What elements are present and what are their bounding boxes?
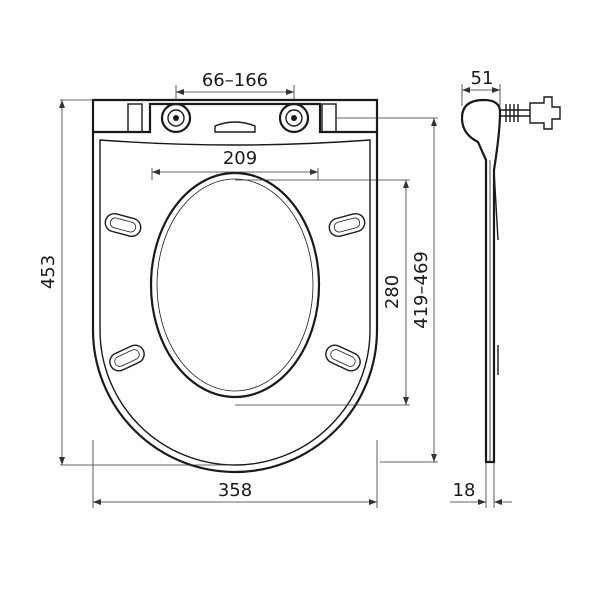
bumper-bottom-right: [325, 344, 361, 372]
dim-label-inner-width: 209: [223, 148, 257, 169]
seat-top-view: [91, 98, 379, 474]
side-hinge-bolt: [500, 96, 561, 130]
side-lid-profile: [460, 98, 502, 464]
dim-label-side-thickness: 18: [453, 480, 476, 501]
dim-label-side-depth: 51: [471, 68, 494, 89]
seat-outer-outline: [91, 132, 379, 474]
seat-opening-inner: [156, 178, 314, 392]
dim-label-inner-length: 280: [382, 275, 403, 309]
dim-label-fixing-range: 419–469: [411, 251, 432, 329]
bumper-top-right: [328, 212, 366, 238]
seat-hinge-bar: [91, 98, 379, 134]
dimension-lines: [59, 84, 512, 508]
dim-label-overall-length: 453: [38, 255, 59, 289]
hinge-bolt-right: [278, 102, 310, 134]
bumper-top-left: [104, 212, 142, 238]
side-bumper-upper: [493, 169, 499, 241]
seat-inner-rim: [99, 139, 371, 466]
bumper-bottom-left: [109, 344, 145, 372]
seat-opening: [149, 171, 321, 399]
dim-label-overall-width: 358: [218, 480, 252, 501]
hinge-center-clip: [214, 121, 256, 133]
hinge-cover-right: [321, 103, 337, 133]
seat-side-view: [460, 96, 561, 464]
hinge-bolt-left: [160, 102, 192, 134]
dim-label-hinge-spacing: 66–166: [202, 70, 268, 91]
hinge-cover-left: [127, 103, 143, 133]
